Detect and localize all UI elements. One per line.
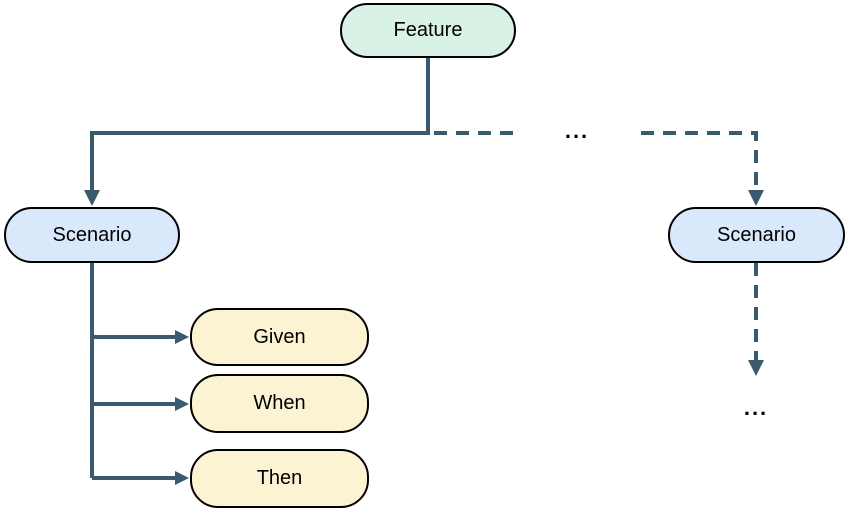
node-given: Given [190,308,369,366]
node-when: When [190,374,369,433]
edge-feature-to-scenario-left [90,58,430,191]
ellipsis-bottom-label: ... [743,395,769,420]
edge-feature-to-scenario-right-b [641,131,758,191]
node-scenario-left: Scenario [4,207,180,263]
arrowhead-when [175,397,189,411]
ellipsis-top-label: ... [564,118,590,143]
node-feature: Feature [340,3,516,58]
arrowhead-ellipsis-bottom [748,360,764,376]
arrowhead-given [175,330,189,344]
arrowhead-then [175,471,189,485]
arrowhead-scenario-left [84,190,100,206]
node-then: Then [190,449,369,508]
node-scenario-right: Scenario [668,207,845,263]
arrowhead-scenario-right [748,190,764,206]
